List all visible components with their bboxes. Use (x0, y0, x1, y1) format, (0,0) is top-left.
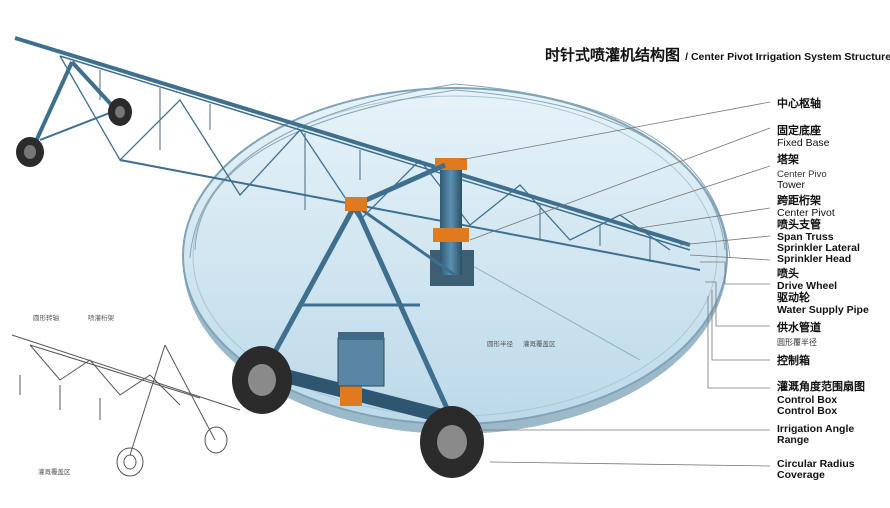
label-center-pivot-en: Center Pivot (777, 207, 835, 219)
sprinkler-heads (99, 70, 651, 262)
drive-wheels (232, 346, 484, 478)
label-radius-zh: 圆形覆半径 (777, 338, 817, 347)
label-angle-range-zh: 灌溉角度范围扇图 (777, 380, 865, 393)
label-irrigation-angle-en: Irrigation Angle (777, 423, 855, 435)
label-tower-zh: 塔架 (777, 153, 799, 166)
label-water-supply-pipe-en: Water Supply Pipe (777, 304, 869, 316)
inset-sketch (11, 334, 241, 477)
label-sprinkler-head-en: Sprinkler Head (777, 253, 852, 265)
label-sprinkler-lateral-zh: 喷头支管 (777, 218, 821, 231)
pivot-legs (262, 162, 456, 417)
label-coverage-en: Coverage (777, 469, 825, 481)
label-center-pivot-zh: 中心枢轴 (777, 97, 821, 110)
disc-label-coverage: 灌溉覆盖区 (523, 340, 556, 348)
label-span-truss-en: Span Truss (777, 231, 834, 243)
label-drive-wheel-en: Drive Wheel (777, 280, 838, 292)
label-span-truss-zh: 跨距桁架 (777, 194, 821, 207)
label-fixed-base-en: Fixed Base (777, 137, 830, 149)
inset-label-pivot: 圆形转轴 (33, 314, 59, 322)
label-control-box-zh: 控制箱 (777, 354, 810, 367)
inset-label-truss: 喷灌桁架 (88, 314, 114, 322)
tower (30, 60, 120, 151)
control-box (337, 332, 385, 387)
truss-joint (345, 197, 367, 211)
leader-lines (459, 101, 771, 467)
span-truss (14, 36, 701, 271)
label-range-en: Range (777, 434, 810, 446)
label-fixed-base-zh: 固定底座 (777, 124, 821, 137)
label-tower-en: Tower (777, 179, 806, 191)
title-en: / Center Pivot Irrigation System Structu… (685, 51, 890, 63)
label-center-pivo-en: Center Pivo (777, 169, 827, 180)
title-zh: 时针式喷灌机结构图 (545, 46, 681, 64)
page-title: 时针式喷灌机结构图 / Center Pivot Irrigation Syst… (545, 44, 890, 65)
label-control-box-en-2: Control Box (777, 405, 838, 417)
disc-label-radius: 圆形半径 (487, 340, 513, 348)
water-supply-pipe (268, 365, 452, 425)
label-water-supply-pipe-zh: 供水管道 (777, 321, 821, 334)
center-pivot (430, 158, 474, 286)
label-drive-wheel-zh: 驱动轮 (777, 291, 810, 304)
label-sprinkler-lateral-en: Sprinkler Lateral (777, 242, 860, 254)
label-circular-radius-en: Circular Radius (777, 458, 855, 470)
label-sprinkler-zh: 喷头 (777, 267, 799, 280)
drive-wheel-left (16, 98, 132, 167)
inset-label-coverage: 灌溉覆盖区 (38, 468, 71, 476)
label-control-box-en-1: Control Box (777, 394, 838, 406)
